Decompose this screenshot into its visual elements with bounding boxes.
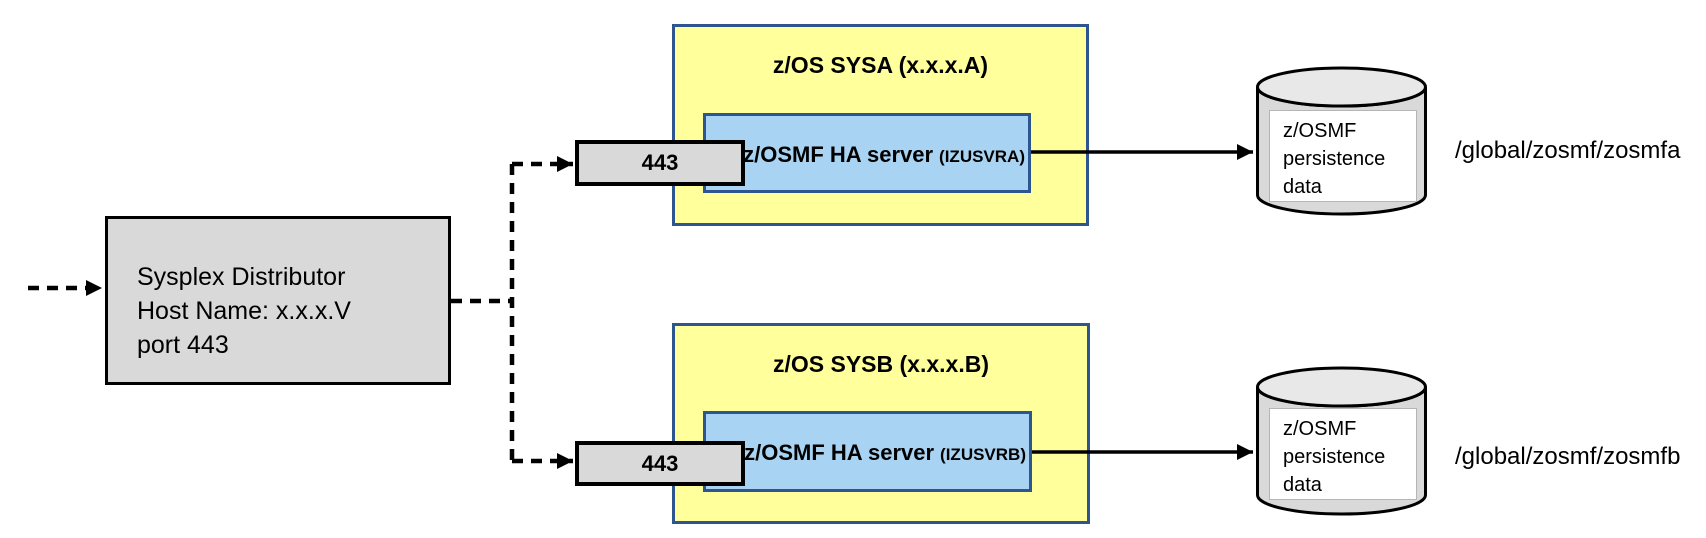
mount-path-sysb: /global/zosmf/zosmfb	[1455, 443, 1681, 470]
port-443-box-sysb: 443	[575, 441, 745, 486]
port-label-sysa: 443	[641, 150, 679, 175]
zosmf-ha-server-box-sysa: z/OSMF HA server (IZUSVRA)	[703, 113, 1031, 193]
distributor-line-2: Host Name: x.x.x.V	[137, 297, 351, 325]
mount-path-sysa: /global/zosmf/zosmfa	[1455, 137, 1681, 164]
cylinder-top	[1256, 66, 1427, 108]
distributor-line-1: Sysplex Distributor	[137, 263, 346, 291]
port-443-box-sysa: 443	[575, 140, 745, 186]
storage-line-3: data	[1283, 176, 1322, 198]
storage-label-sysb: z/OSMF persistence data	[1269, 408, 1417, 500]
storage-line-3: data	[1283, 474, 1322, 496]
server-name-sysb: z/OSMF HA server	[744, 440, 935, 465]
zos-sysa-title: z/OS SYSA (x.x.x.A)	[772, 52, 989, 78]
zos-sysb-title: z/OS SYSB (x.x.x.B)	[772, 351, 989, 377]
zosmf-ha-server-box-sysb: z/OSMF HA server (IZUSVRB)	[703, 411, 1032, 492]
storage-line-2: persistence	[1283, 446, 1386, 468]
server-instance-sysb: (IZUSVRB)	[940, 445, 1026, 464]
distributor-line-3: port 443	[137, 331, 229, 359]
storage-line-2: persistence	[1283, 148, 1386, 170]
storage-label-sysa: z/OSMF persistence data	[1269, 110, 1417, 202]
server-name-sysa: z/OSMF HA server	[743, 142, 934, 167]
sysplex-distributor-box: Sysplex Distributor Host Name: x.x.x.V p…	[105, 216, 451, 385]
storage-line-1: z/OSMF	[1283, 418, 1357, 440]
cylinder-top	[1256, 366, 1427, 408]
port-label-sysb: 443	[641, 450, 679, 476]
server-instance-sysa: (IZUSVRA)	[939, 147, 1025, 166]
storage-line-1: z/OSMF	[1283, 120, 1357, 142]
